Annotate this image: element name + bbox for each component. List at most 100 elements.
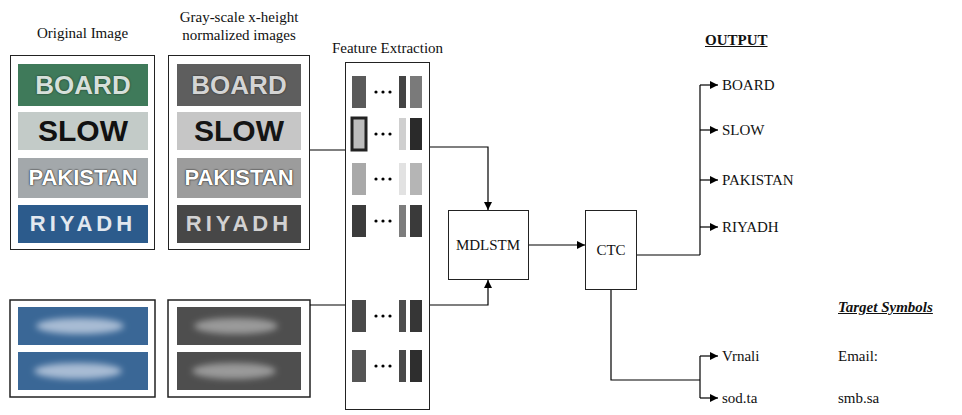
arrow	[700, 355, 718, 356]
strip	[352, 300, 366, 332]
box-label: MDLSTM	[456, 236, 520, 254]
dot	[388, 177, 391, 180]
word-image-text: BOARD	[191, 72, 286, 98]
output-word: SLOW	[722, 121, 765, 139]
strip	[399, 205, 406, 237]
image-panel	[10, 300, 155, 397]
arrow	[700, 179, 718, 180]
output-word: sod.ta	[722, 389, 757, 407]
word-image-text: PAKISTAN	[184, 167, 293, 189]
dot	[388, 314, 391, 317]
arrow	[700, 397, 718, 398]
word-image: SLOW	[18, 112, 148, 150]
arrow	[700, 226, 718, 227]
strip	[399, 118, 406, 150]
strip	[410, 350, 422, 382]
feature-strips	[352, 76, 422, 382]
dot	[374, 314, 377, 317]
strip	[410, 76, 422, 108]
column-heading: Target Symbols	[838, 298, 933, 316]
word-image-text: PAKISTAN	[28, 167, 137, 189]
feature-panel: Feature Extraction	[345, 62, 430, 410]
arrow	[700, 84, 718, 85]
word-image: SLOW	[177, 112, 301, 150]
wire	[699, 356, 700, 398]
label-holder: OUTPUT	[705, 40, 768, 58]
target-word: smb.sa	[838, 389, 879, 407]
dot	[381, 314, 384, 317]
panel-heading: Gray-scale x-height normalized images	[164, 8, 314, 44]
process-box: MDLSTM	[448, 210, 529, 280]
dot	[388, 90, 391, 93]
strip	[399, 76, 406, 108]
arrow	[700, 129, 718, 130]
blurred-word	[34, 363, 122, 379]
word-image-text: BOARD	[35, 72, 130, 98]
process-box: CTC	[585, 210, 637, 290]
dot	[374, 90, 377, 93]
box-label: CTC	[596, 241, 625, 259]
strip	[399, 300, 406, 332]
strip	[352, 163, 366, 195]
dot	[388, 132, 391, 135]
label-holder: Email:	[838, 356, 878, 374]
target-word: Email:	[838, 347, 878, 365]
blurred-image	[177, 307, 301, 345]
connector	[529, 244, 586, 245]
word-image-text: RIYADH	[186, 213, 292, 235]
panel-heading: Original Image	[37, 24, 128, 42]
label-holder: BOARD	[722, 85, 775, 103]
blurred-word	[192, 363, 276, 379]
wire	[611, 290, 700, 380]
wire	[637, 254, 700, 255]
blurred-image	[18, 307, 148, 345]
label-holder: RIYADH	[722, 227, 779, 245]
word-image: RIYADH	[18, 205, 148, 243]
label-holder: sod.ta	[722, 398, 757, 415]
dot	[374, 132, 377, 135]
word-image: RIYADH	[177, 205, 301, 243]
word-image-text: RIYADH	[30, 213, 136, 235]
output-word: PAKISTAN	[722, 171, 794, 189]
label-holder: Vrnali	[722, 356, 759, 374]
blurred-image	[18, 352, 148, 390]
wire	[310, 304, 345, 305]
wire	[699, 85, 700, 255]
connector	[310, 149, 345, 150]
panel-heading: Feature Extraction	[332, 39, 443, 57]
output-word: Vrnali	[722, 347, 759, 365]
blurred-image	[177, 352, 301, 390]
dot	[388, 219, 391, 222]
dot	[381, 90, 384, 93]
word-image-text: SLOW	[38, 116, 128, 146]
dot	[381, 219, 384, 222]
image-panel	[168, 300, 310, 397]
strip	[410, 300, 422, 332]
word-image: BOARD	[177, 64, 301, 106]
strip	[410, 205, 422, 237]
word-image: PAKISTAN	[18, 158, 148, 198]
label-holder: PAKISTAN	[722, 180, 794, 198]
strip	[352, 205, 366, 237]
blurred-word	[36, 318, 124, 334]
strip	[399, 163, 406, 195]
connector	[430, 280, 488, 305]
output-word: RIYADH	[722, 218, 779, 236]
strip	[410, 163, 422, 195]
word-image: PAKISTAN	[177, 158, 301, 198]
strip	[410, 118, 422, 150]
strip	[352, 350, 366, 382]
dot	[381, 364, 384, 367]
dot	[388, 364, 391, 367]
label-holder: SLOW	[722, 130, 765, 148]
column-heading: OUTPUT	[705, 31, 768, 49]
dot	[374, 364, 377, 367]
word-image-text: SLOW	[194, 116, 284, 146]
strip	[399, 350, 406, 382]
dot	[381, 177, 384, 180]
output-word: BOARD	[722, 76, 775, 94]
label-holder: Target Symbols	[838, 307, 933, 325]
output-fan	[611, 85, 718, 398]
strip	[352, 76, 366, 108]
